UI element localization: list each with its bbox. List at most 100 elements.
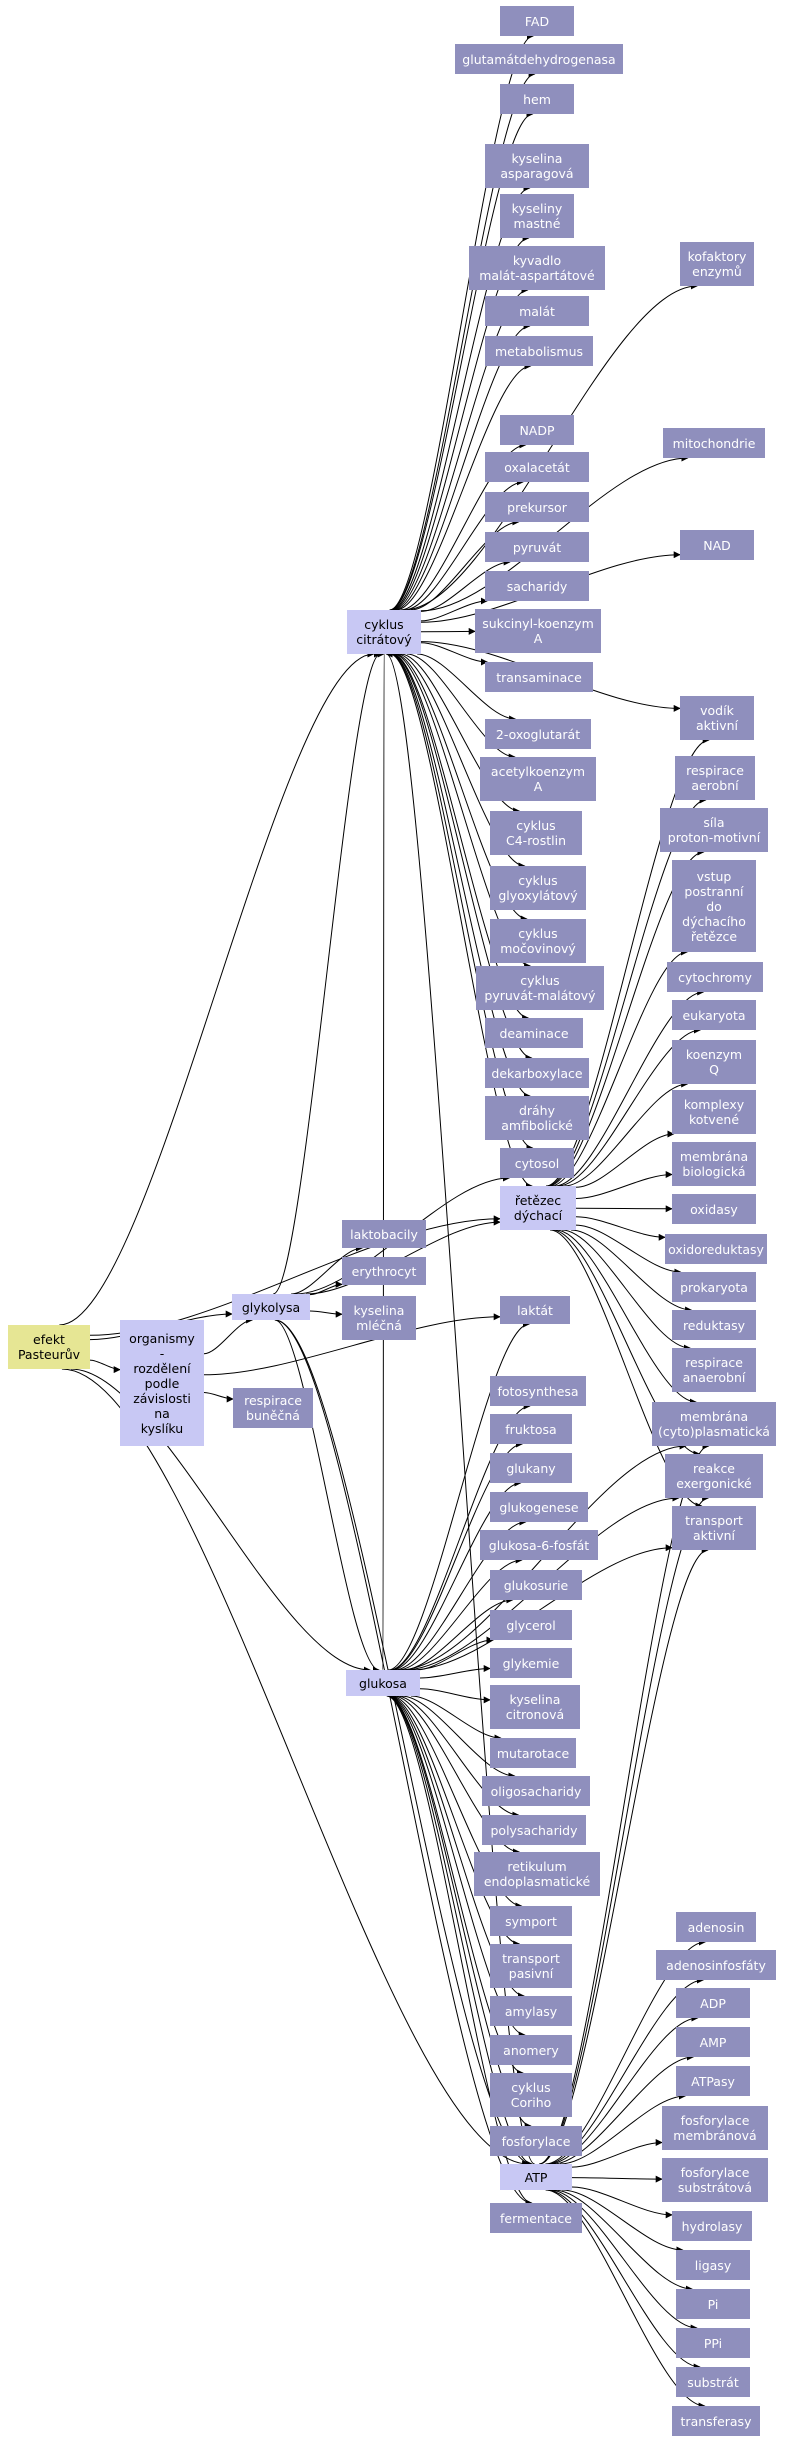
node-laktat[interactable]: laktát [500, 1296, 570, 1324]
edge-root-to-glukosa [70, 1368, 371, 1674]
node-ligasy[interactable]: ligasy [676, 2250, 750, 2280]
node-pyruvat[interactable]: pyruvát [485, 532, 589, 562]
node-transaminace[interactable]: transaminace [485, 662, 593, 692]
node-anomery[interactable]: anomery [490, 2035, 572, 2065]
node-glycerol[interactable]: glycerol [490, 1610, 572, 1640]
node-hem[interactable]: hem [500, 84, 574, 114]
node-symport[interactable]: symport [490, 1906, 572, 1936]
node-glykolysa[interactable]: glykolysa [232, 1294, 310, 1320]
node-mutarotace[interactable]: mutarotace [490, 1738, 576, 1768]
node-fad[interactable]: FAD [500, 6, 574, 36]
node-kyselina-citronova[interactable]: kyselina citronová [490, 1685, 580, 1729]
node-cyklus-glyoxylatovy[interactable]: cyklus glyoxylátový [490, 866, 586, 910]
node-oligosacharidy[interactable]: oligosacharidy [482, 1776, 590, 1806]
node-adenosinfosfaty[interactable]: adenosinfosfáty [656, 1950, 776, 1980]
node-amp[interactable]: AMP [676, 2027, 750, 2057]
node-metabolismus[interactable]: metabolismus [485, 336, 593, 366]
node-polysacharidy[interactable]: polysacharidy [482, 1815, 586, 1845]
node-kyvadlo-malat-aspartatove[interactable]: kyvadlo malát-aspartátové [469, 246, 605, 290]
node-reakce-exergonicke[interactable]: reakce exergonické [665, 1454, 763, 1498]
node-oxidasy[interactable]: oxidasy [672, 1194, 756, 1224]
node-respirace-bunecna[interactable]: respirace buněčná [233, 1388, 313, 1428]
node-malat[interactable]: malát [485, 296, 589, 326]
node-glukosurie[interactable]: glukosurie [490, 1570, 582, 1600]
node-glukogenese[interactable]: glukogenese [490, 1492, 588, 1522]
node-prekursor[interactable]: prekursor [485, 492, 589, 522]
edge-glukosa-to-gl11 [396, 1695, 520, 1819]
node-retezec-dychaci[interactable]: řetězec dýchací [500, 1186, 576, 1230]
edge-cyklus-to-cyk2 [390, 110, 534, 611]
node-sacharidy[interactable]: sacharidy [485, 571, 589, 601]
node-nad[interactable]: NAD [680, 530, 754, 560]
node-ppi[interactable]: PPi [676, 2328, 750, 2358]
node-glukany[interactable]: glukany [490, 1453, 572, 1483]
node-glutamatdehydrogenasa[interactable]: glutamátdehydrogenasa [455, 44, 623, 74]
node-koenzym-q[interactable]: koenzym Q [672, 1040, 756, 1084]
edge-retezec-to-rc11 [575, 1171, 673, 1199]
node-cytosol[interactable]: cytosol [500, 1148, 574, 1178]
node-cyklus-citratovy[interactable]: cyklus citrátový [347, 610, 421, 654]
node-adenosin[interactable]: adenosin [676, 1912, 756, 1942]
node-kofaktory-enzymu[interactable]: kofaktory enzymů [680, 242, 754, 286]
node-fosforylace-membranova[interactable]: fosforylace membránová [662, 2106, 768, 2150]
node-glukosa-6-fosfat[interactable]: glukosa-6-fosfát [480, 1530, 598, 1560]
node-membrana-cyto-plasmaticka[interactable]: membrána (cyto)plasmatická [652, 1402, 776, 1446]
node-vodik-aktivni[interactable]: vodík aktivní [680, 696, 754, 740]
node-atpasy[interactable]: ATPasy [676, 2066, 750, 2096]
node-mitochondrie[interactable]: mitochondrie [663, 428, 765, 458]
node-2-oxoglutarat[interactable]: 2-oxoglutarát [485, 719, 591, 749]
node-efekt-pasteuruv[interactable]: efekt Pasteurův [8, 1325, 90, 1369]
node-laktobacily[interactable]: laktobacily [342, 1220, 426, 1248]
node-oxalacetat[interactable]: oxalacetát [485, 452, 589, 482]
node-vstup-postranni-do-dychaciho-retezce[interactable]: vstup postranní do dýchacího řetězce [672, 860, 756, 952]
node-deaminace[interactable]: deaminace [485, 1018, 583, 1048]
node-glykemie[interactable]: glykemie [490, 1648, 572, 1678]
node-membrana-biologicka[interactable]: membrána biologická [672, 1142, 756, 1186]
node-kyselina-mlecna[interactable]: kyselina mléčná [342, 1296, 416, 1340]
node-fosforylace[interactable]: fosforylace [490, 2126, 582, 2156]
node-kyseliny-mastne[interactable]: kyseliny mastné [500, 194, 574, 238]
node-eukaryota[interactable]: eukaryota [672, 1000, 756, 1030]
node-substrat[interactable]: substrát [676, 2367, 750, 2397]
node-transferasy[interactable]: transferasy [672, 2406, 760, 2436]
edge-retezec-to-rc13 [575, 1216, 666, 1241]
node-komplexy-kotvene[interactable]: komplexy kotvené [672, 1090, 756, 1134]
node-adp[interactable]: ADP [676, 1988, 750, 2018]
node-drahy-amfibolicke[interactable]: dráhy amfibolické [485, 1096, 589, 1140]
node-reduktasy[interactable]: reduktasy [672, 1310, 756, 1340]
node-glukosa[interactable]: glukosa [346, 1670, 420, 1696]
node-atp[interactable]: ATP [500, 2164, 572, 2190]
edge-organismy-to-glykolysa [203, 1316, 254, 1355]
node-oxidoreduktasy[interactable]: oxidoreduktasy [665, 1234, 767, 1264]
node-fotosynthesa[interactable]: fotosynthesa [490, 1376, 586, 1406]
edge-atp-to-at10 [549, 2189, 698, 2332]
node-organismy-rozdeleni-podle-zavislosti-na-kysliku[interactable]: organismy - rozdělení podle závislosti n… [120, 1320, 204, 1446]
edge-retezec-to-rc14 [575, 1224, 682, 1276]
node-respirace-anaerobni[interactable]: respirace anaerobní [672, 1348, 756, 1392]
node-dekarboxylace[interactable]: dekarboxylace [485, 1058, 589, 1088]
node-cyklus-pyruvat-malatovy[interactable]: cyklus pyruvát-malátový [476, 966, 604, 1010]
node-amylasy[interactable]: amylasy [490, 1996, 572, 2026]
edge-cyklus-to-cyk17 [400, 653, 521, 815]
node-erythrocyt[interactable]: erythrocyt [342, 1257, 426, 1285]
node-transport-aktivni[interactable]: transport aktivní [672, 1506, 756, 1550]
node-prokaryota[interactable]: prokaryota [672, 1272, 756, 1302]
node-transport-pasivni[interactable]: transport pasivní [490, 1944, 572, 1988]
node-cyklus-coriho[interactable]: cyklus Coriho [490, 2073, 572, 2117]
node-cyklus-mocovinovy[interactable]: cyklus močovinový [490, 919, 586, 963]
node-pi[interactable]: Pi [676, 2289, 750, 2319]
node-sila-proton-motivni[interactable]: síla proton-motivní [660, 808, 768, 852]
node-fruktosa[interactable]: fruktosa [490, 1414, 572, 1444]
node-respirace-aerobni[interactable]: respirace aerobní [675, 756, 755, 800]
node-acetylkoenzym-a[interactable]: acetylkoenzym A [480, 757, 596, 801]
node-fosforylace-substratova[interactable]: fosforylace substrátová [662, 2158, 768, 2202]
edge-glykolysa-to-cyklus [273, 650, 381, 1295]
node-cytochromy[interactable]: cytochromy [667, 962, 763, 992]
node-kyselina-asparagova[interactable]: kyselina asparagová [485, 144, 589, 188]
node-nadp[interactable]: NADP [500, 415, 574, 445]
node-retikulum-endoplasmaticke[interactable]: retikulum endoplasmatické [474, 1852, 600, 1896]
node-sukcinyl-koenzym-a[interactable]: sukcinyl-koenzym A [475, 609, 601, 653]
node-fermentace[interactable]: fermentace [490, 2203, 582, 2233]
node-cyklus-c4-rostlin[interactable]: cyklus C4-rostlin [490, 811, 582, 855]
node-hydrolasy[interactable]: hydrolasy [672, 2211, 752, 2241]
